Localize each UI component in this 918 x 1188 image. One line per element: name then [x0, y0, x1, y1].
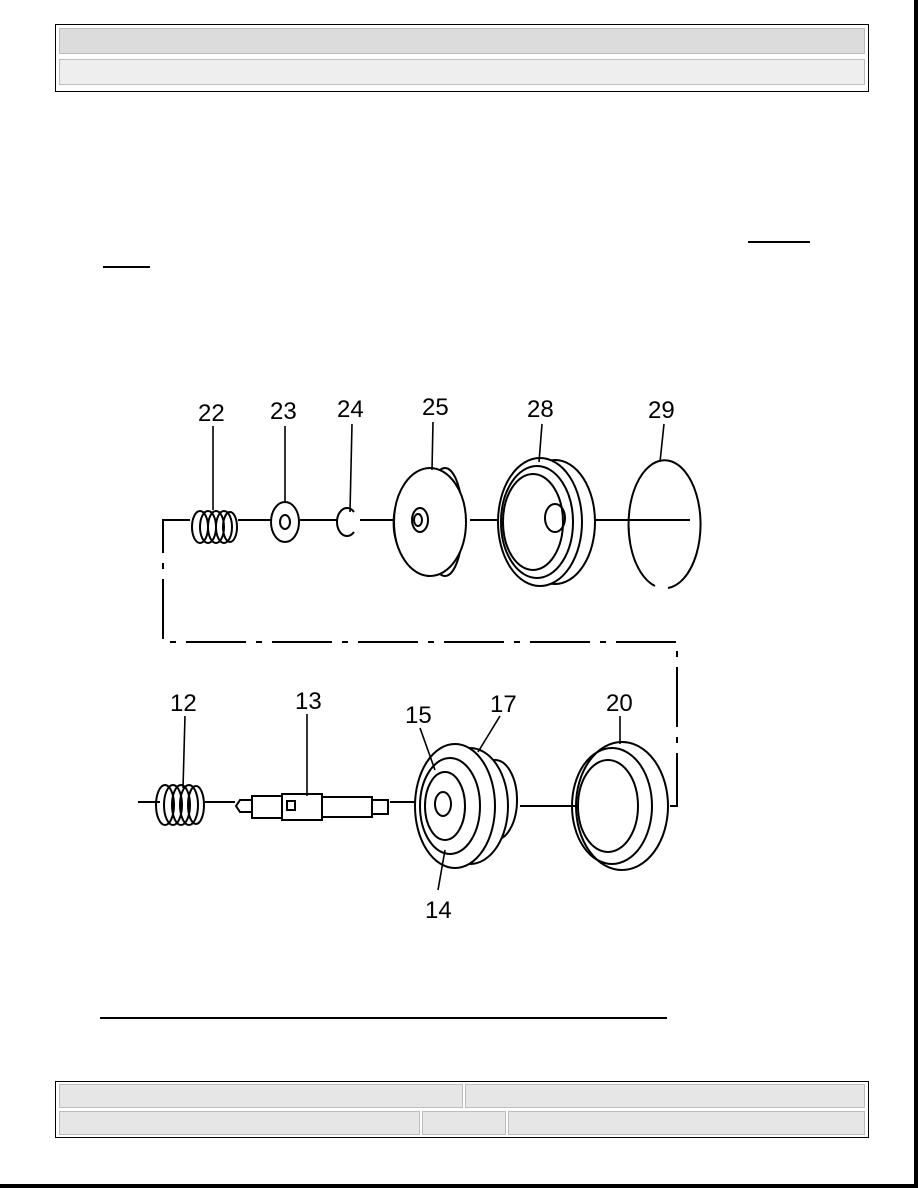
housing-28-part: [497, 457, 596, 587]
figure-divider: [100, 1017, 667, 1019]
callout-20: 20: [606, 690, 633, 717]
callout-23: 23: [270, 398, 297, 425]
snap-ring-24-part: [336, 507, 355, 537]
callout-17: 17: [490, 691, 517, 718]
footer-cell-d: [422, 1111, 506, 1135]
callout-12: 12: [170, 690, 197, 717]
shaft-13-part: [234, 793, 389, 821]
footer-cell-b: [465, 1084, 865, 1108]
document-header: [55, 24, 869, 92]
document-footer: [55, 1081, 869, 1138]
footer-cell-a: [59, 1084, 463, 1108]
footer-cell-e: [508, 1111, 865, 1135]
exploded-parts-diagram: 22 23 24 25 28 29 12 13 15 17 20 14: [130, 380, 720, 940]
header-title-bar: [59, 28, 865, 54]
callout-13: 13: [295, 688, 322, 715]
washer-23-part: [270, 501, 300, 543]
callout-24: 24: [337, 396, 364, 423]
spring-22-part: [191, 510, 238, 544]
callout-28: 28: [527, 396, 554, 423]
callout-leaders: [182, 421, 665, 891]
seal-20-part: [571, 741, 669, 871]
callout-22: 22: [198, 400, 225, 427]
retaining-ring-29-part: [627, 459, 702, 589]
parts-diagram-svg: 22 23 24 25 28 29 12 13 15 17 20 14: [138, 394, 702, 924]
text-link-underline[interactable]: [748, 241, 810, 243]
header-subtitle-bar: [59, 59, 865, 85]
callout-29: 29: [648, 397, 675, 424]
callout-15: 15: [405, 702, 432, 729]
spring-12-part: [155, 784, 205, 826]
callout-25: 25: [422, 394, 449, 421]
callout-14: 14: [425, 897, 452, 924]
piston-25-part: [392, 467, 467, 577]
piston-assembly-part: [414, 743, 518, 869]
text-link-underline[interactable]: [103, 266, 150, 268]
assembly-path-line: [162, 519, 678, 807]
footer-cell-c: [59, 1111, 420, 1135]
